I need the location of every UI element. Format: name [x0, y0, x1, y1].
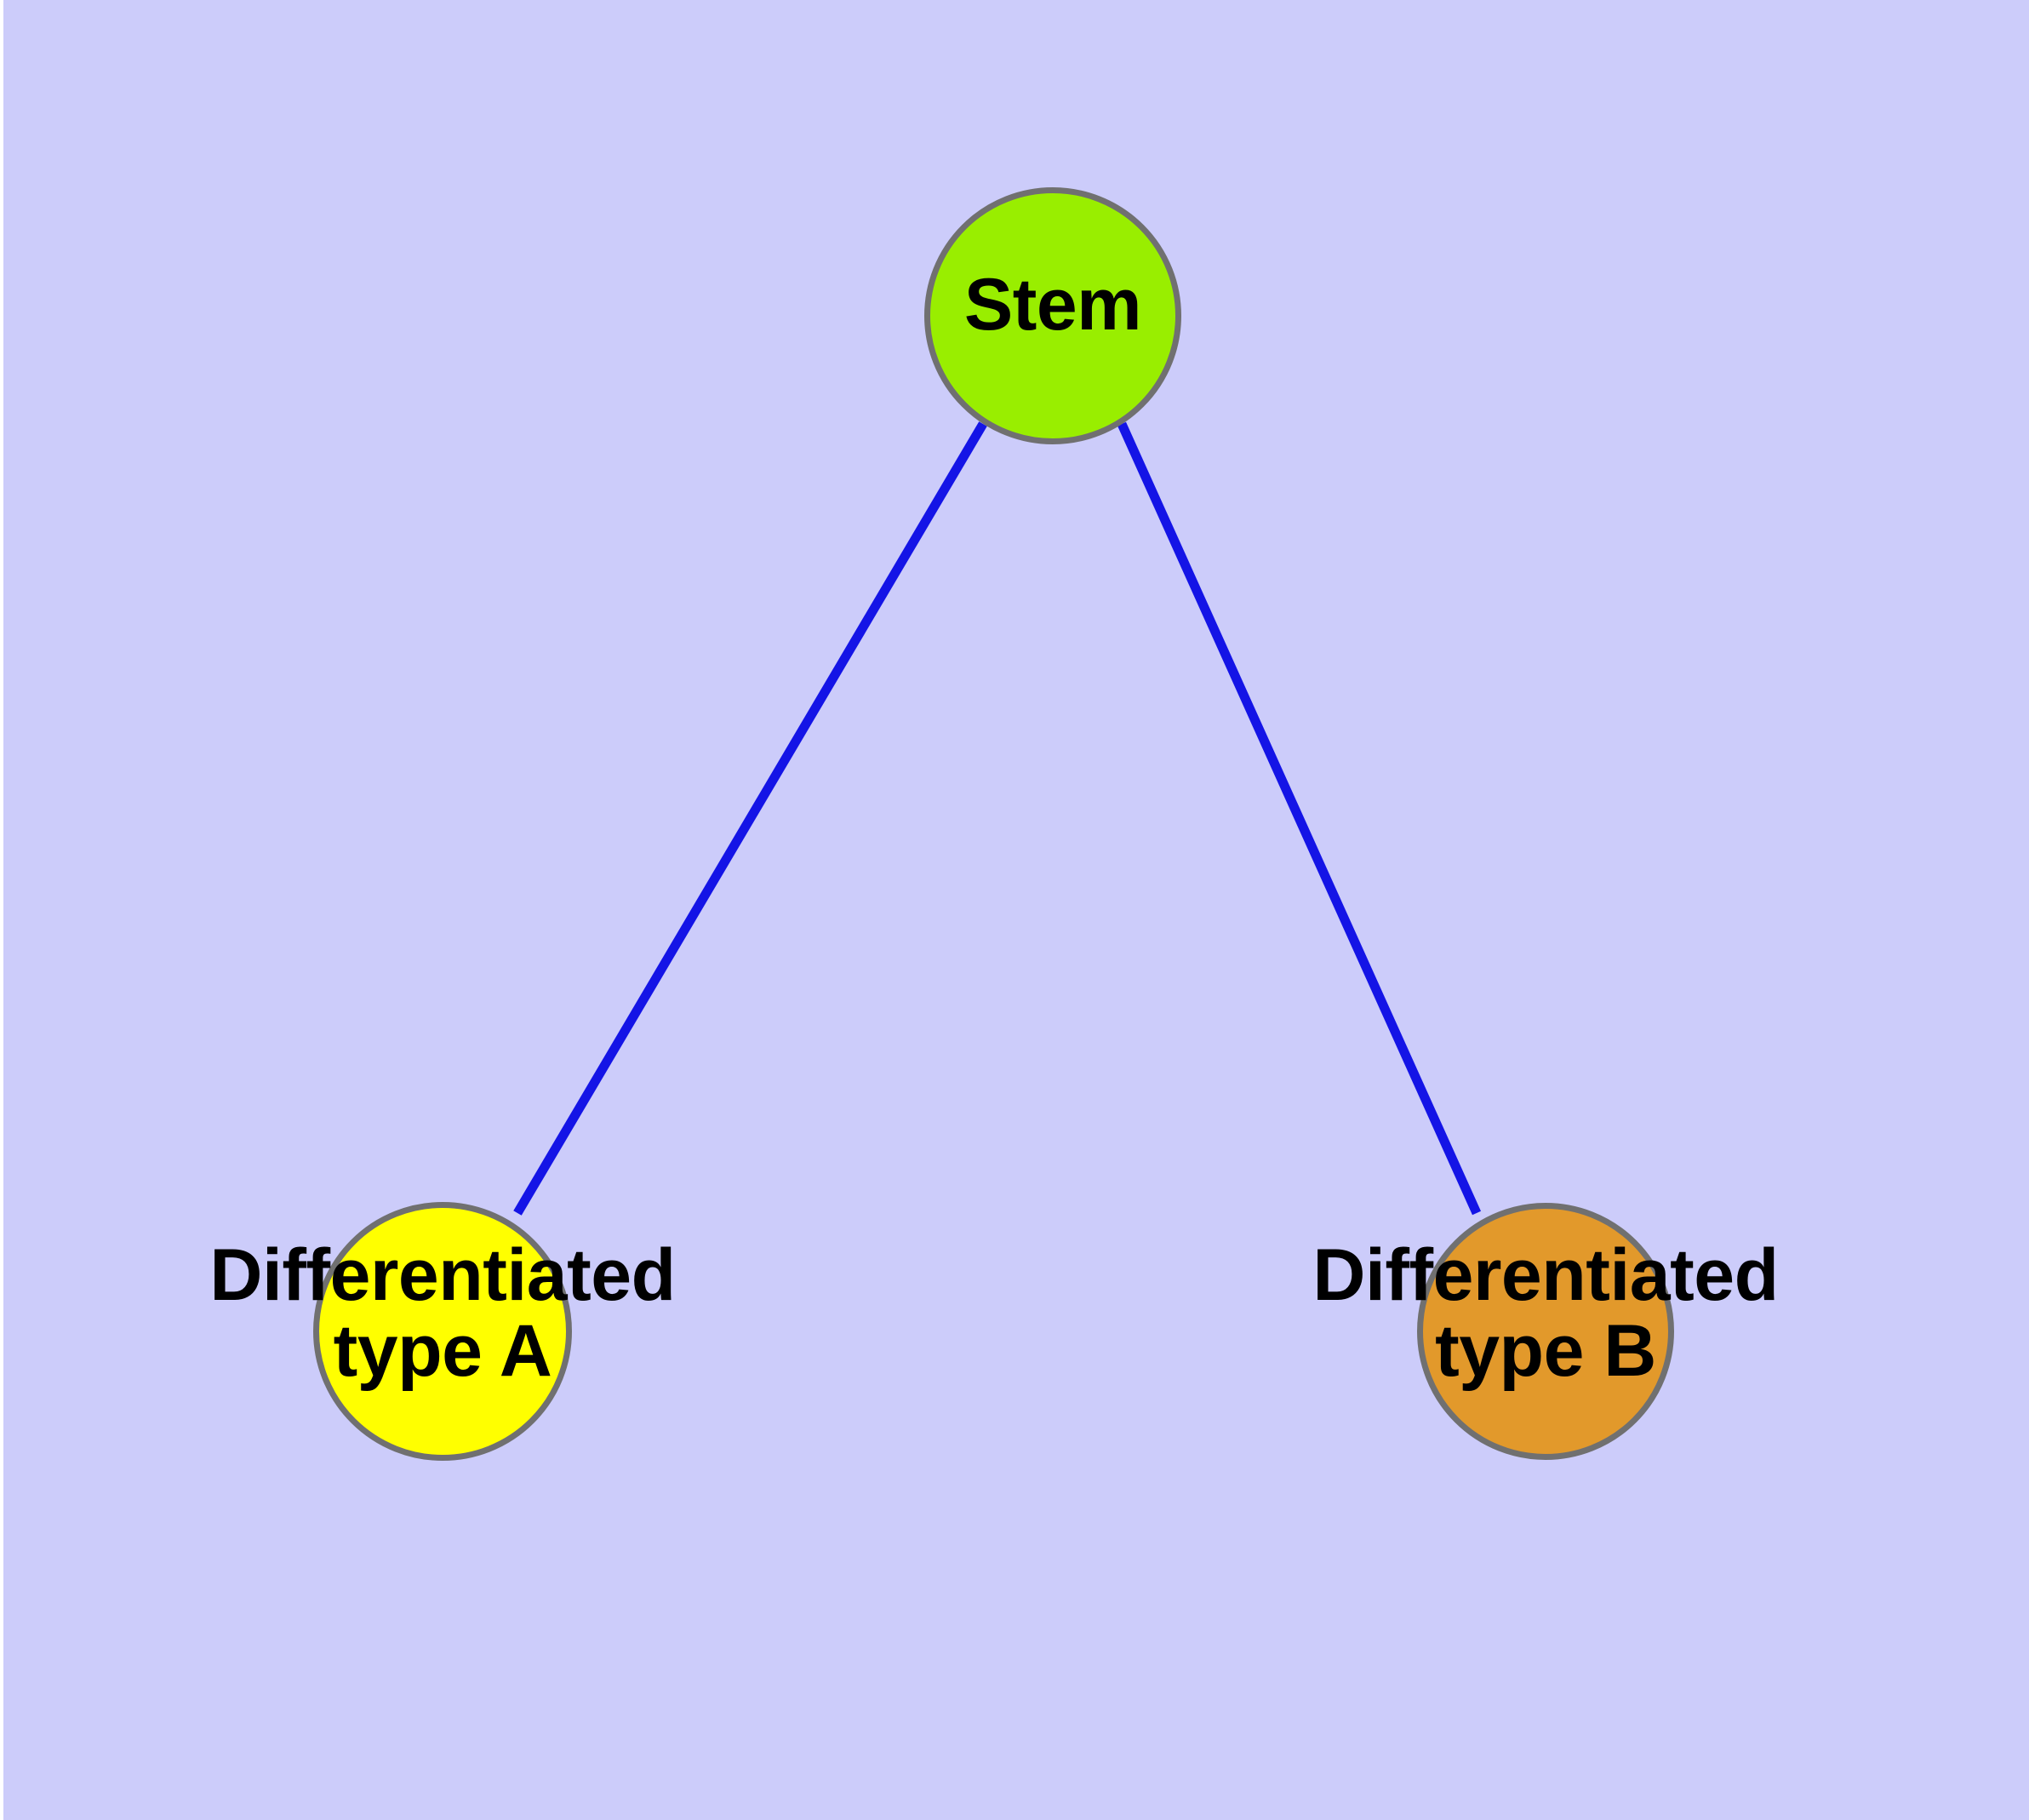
- edge-stem-to-differentiated-type-b: [1117, 421, 1482, 1216]
- edge-stem-to-differentiated-type-a: [513, 421, 987, 1216]
- node-stem[interactable]: [924, 187, 1181, 444]
- node-differentiated-type-a[interactable]: [313, 1202, 572, 1461]
- node-differentiated-type-b[interactable]: [1417, 1203, 1674, 1460]
